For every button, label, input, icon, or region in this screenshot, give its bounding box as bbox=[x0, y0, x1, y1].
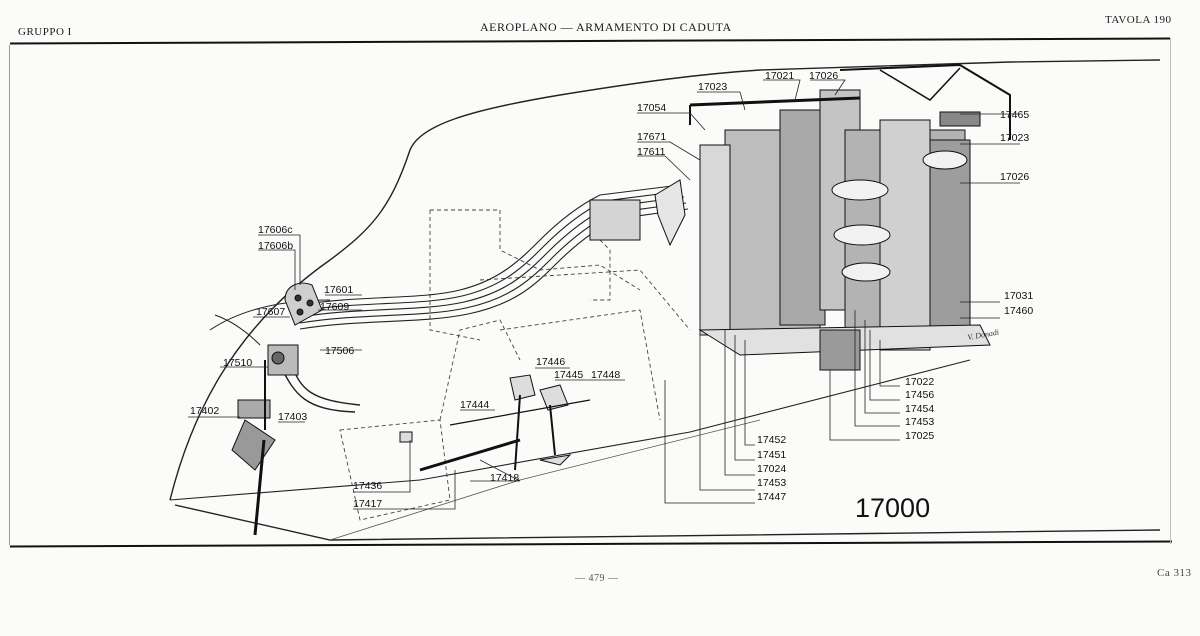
fuselage-outline bbox=[169, 59, 1161, 541]
label-17026b: 17026 bbox=[1000, 171, 1029, 183]
label-17606b: 17606b bbox=[258, 240, 293, 252]
label-17418: 17418 bbox=[490, 472, 519, 484]
label-17611: 17611 bbox=[637, 146, 666, 158]
release-levers bbox=[399, 374, 591, 472]
label-17026: 17026 bbox=[809, 70, 838, 82]
page-title: AEROPLANO — ARMAMENTO DI CADUTA bbox=[480, 20, 732, 34]
tank-unit bbox=[589, 179, 686, 247]
label-17054: 17054 bbox=[637, 102, 666, 114]
label-17606c: 17606c bbox=[258, 224, 292, 236]
label-17446: 17446 bbox=[536, 356, 565, 368]
label-17456: 17456 bbox=[905, 389, 934, 401]
label-17444: 17444 bbox=[460, 399, 489, 411]
label-17022: 17022 bbox=[905, 376, 934, 388]
label-17609: 17609 bbox=[320, 301, 349, 313]
label-17671: 17671 bbox=[637, 131, 666, 143]
label-17448: 17448 bbox=[591, 369, 620, 381]
plate-number: TAVOLA 190 bbox=[1105, 14, 1172, 26]
label-17031: 17031 bbox=[1004, 290, 1033, 302]
bomb-racks bbox=[689, 63, 1011, 371]
label-17417: 17417 bbox=[353, 498, 382, 510]
leader-lines bbox=[188, 79, 1020, 510]
label-17506: 17506 bbox=[325, 345, 354, 357]
label-17465: 17465 bbox=[1000, 109, 1029, 121]
label-17024: 17024 bbox=[757, 463, 786, 475]
label-17454: 17454 bbox=[905, 403, 934, 415]
right-rule bbox=[1170, 38, 1171, 544]
label-17025: 17025 bbox=[905, 430, 934, 442]
label-17601: 17601 bbox=[324, 284, 353, 296]
label-17452: 17452 bbox=[757, 434, 786, 446]
label-17447: 17447 bbox=[757, 491, 786, 503]
label-17451: 17451 bbox=[757, 449, 786, 461]
callout-labels: 17023 17021 17026 17054 17671 17611 1746… bbox=[190, 70, 1033, 523]
label-17460: 17460 bbox=[1004, 305, 1033, 317]
cockpit-instruments bbox=[231, 282, 323, 536]
label-17023: 17023 bbox=[698, 81, 727, 93]
label-17607: 17607 bbox=[256, 306, 285, 318]
label-17021: 17021 bbox=[765, 70, 794, 82]
label-17453b: 17453 bbox=[757, 477, 786, 489]
left-rule bbox=[9, 45, 10, 545]
label-17403: 17403 bbox=[278, 411, 307, 423]
label-17436: 17436 bbox=[353, 480, 382, 492]
group-header: GRUPPO I bbox=[18, 26, 72, 38]
label-17402: 17402 bbox=[190, 405, 219, 417]
label-17510: 17510 bbox=[223, 357, 252, 369]
cable-harness bbox=[279, 184, 689, 413]
label-17445: 17445 bbox=[554, 369, 583, 381]
aircraft-reference: Ca 313 bbox=[1157, 567, 1192, 579]
assembly-number: 17000 bbox=[855, 493, 930, 523]
label-17453: 17453 bbox=[905, 416, 934, 428]
page-number: — 479 — bbox=[575, 573, 619, 584]
label-17023b: 17023 bbox=[1000, 132, 1029, 144]
